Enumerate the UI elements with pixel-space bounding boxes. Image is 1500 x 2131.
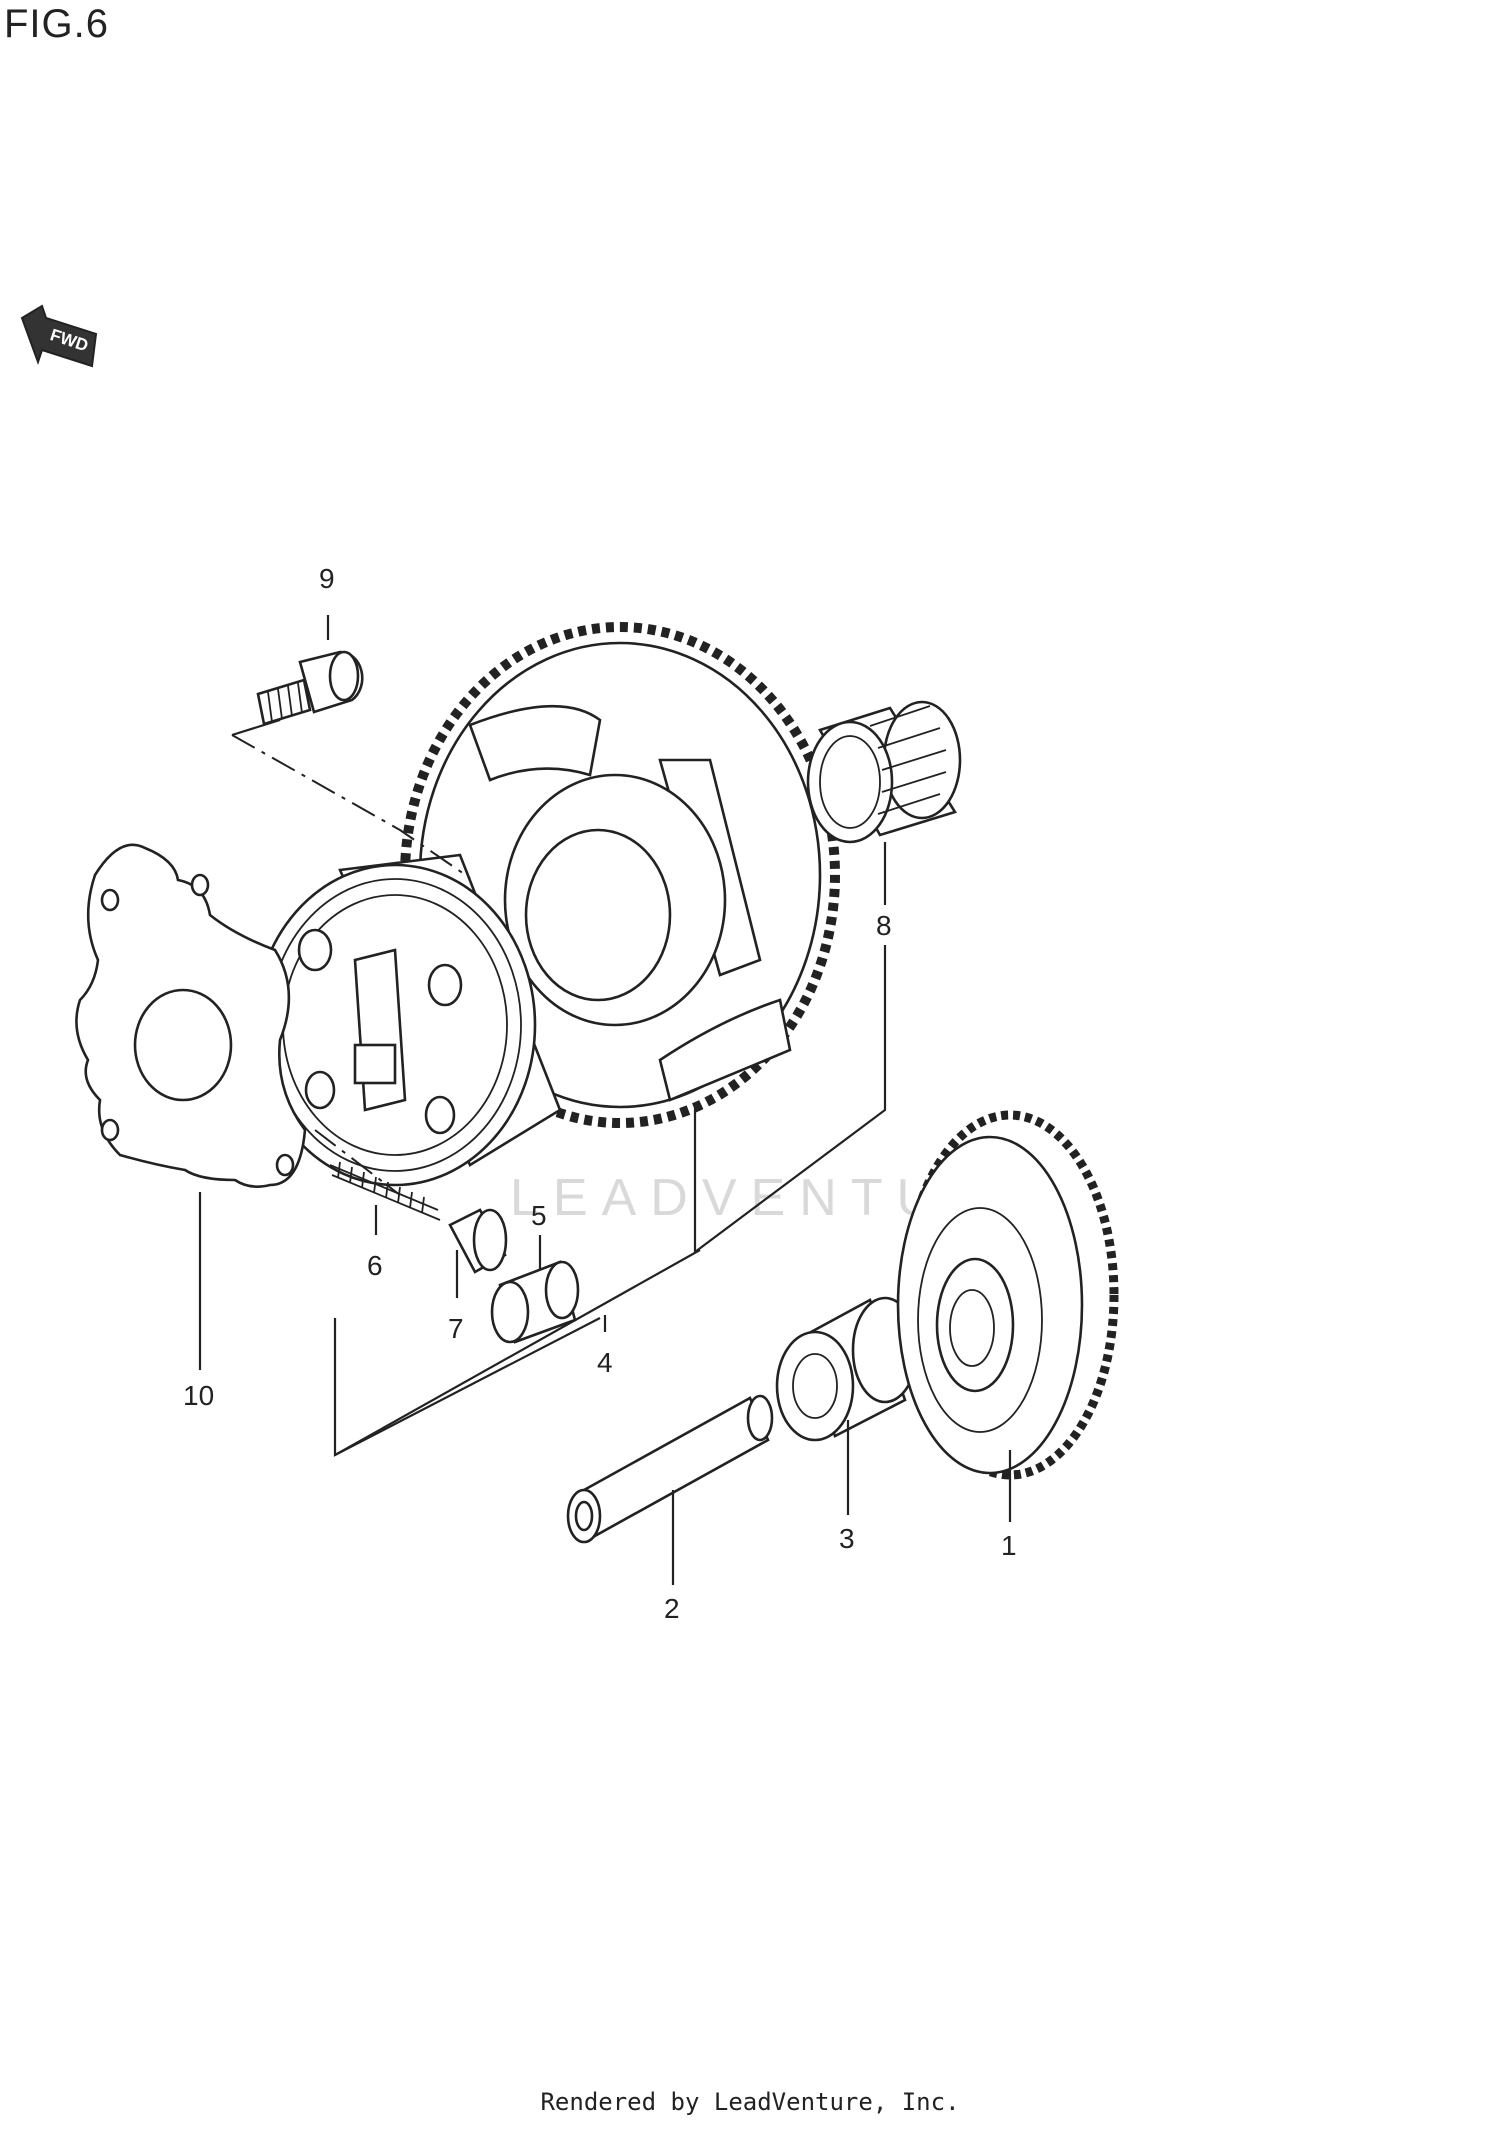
callout-10: 10 [183, 1380, 214, 1411]
callouts: 1 2 3 4 5 6 7 8 9 10 [183, 563, 1017, 1624]
callout-7: 7 [448, 1313, 464, 1344]
part-4-clutch-housing [253, 853, 562, 1187]
part-6-spring [329, 1161, 441, 1221]
part-10-plate [75, 843, 307, 1188]
callout-1: 1 [1001, 1530, 1017, 1561]
leader-lines [198, 615, 1012, 1585]
part-5-roller [490, 1260, 580, 1344]
part-9-bolt [256, 650, 364, 726]
callout-5: 5 [531, 1200, 547, 1231]
footer-credit: Rendered by LeadVenture, Inc. [540, 2088, 960, 2116]
callout-3: 3 [839, 1523, 855, 1554]
callout-4: 4 [597, 1347, 613, 1378]
figure-label: FIG.6 [4, 2, 110, 46]
callout-8: 8 [876, 910, 892, 941]
callout-6: 6 [367, 1250, 383, 1281]
part-2-shaft [566, 1394, 774, 1544]
callout-2: 2 [664, 1593, 680, 1624]
part-8-needle-bearing [806, 700, 962, 844]
fwd-arrow-icon: FWD [20, 304, 98, 368]
part-1-small-gear [896, 1110, 1119, 1480]
part-3-spacer [775, 1296, 919, 1442]
callout-9: 9 [319, 563, 335, 594]
part-7-plunger [448, 1208, 508, 1274]
